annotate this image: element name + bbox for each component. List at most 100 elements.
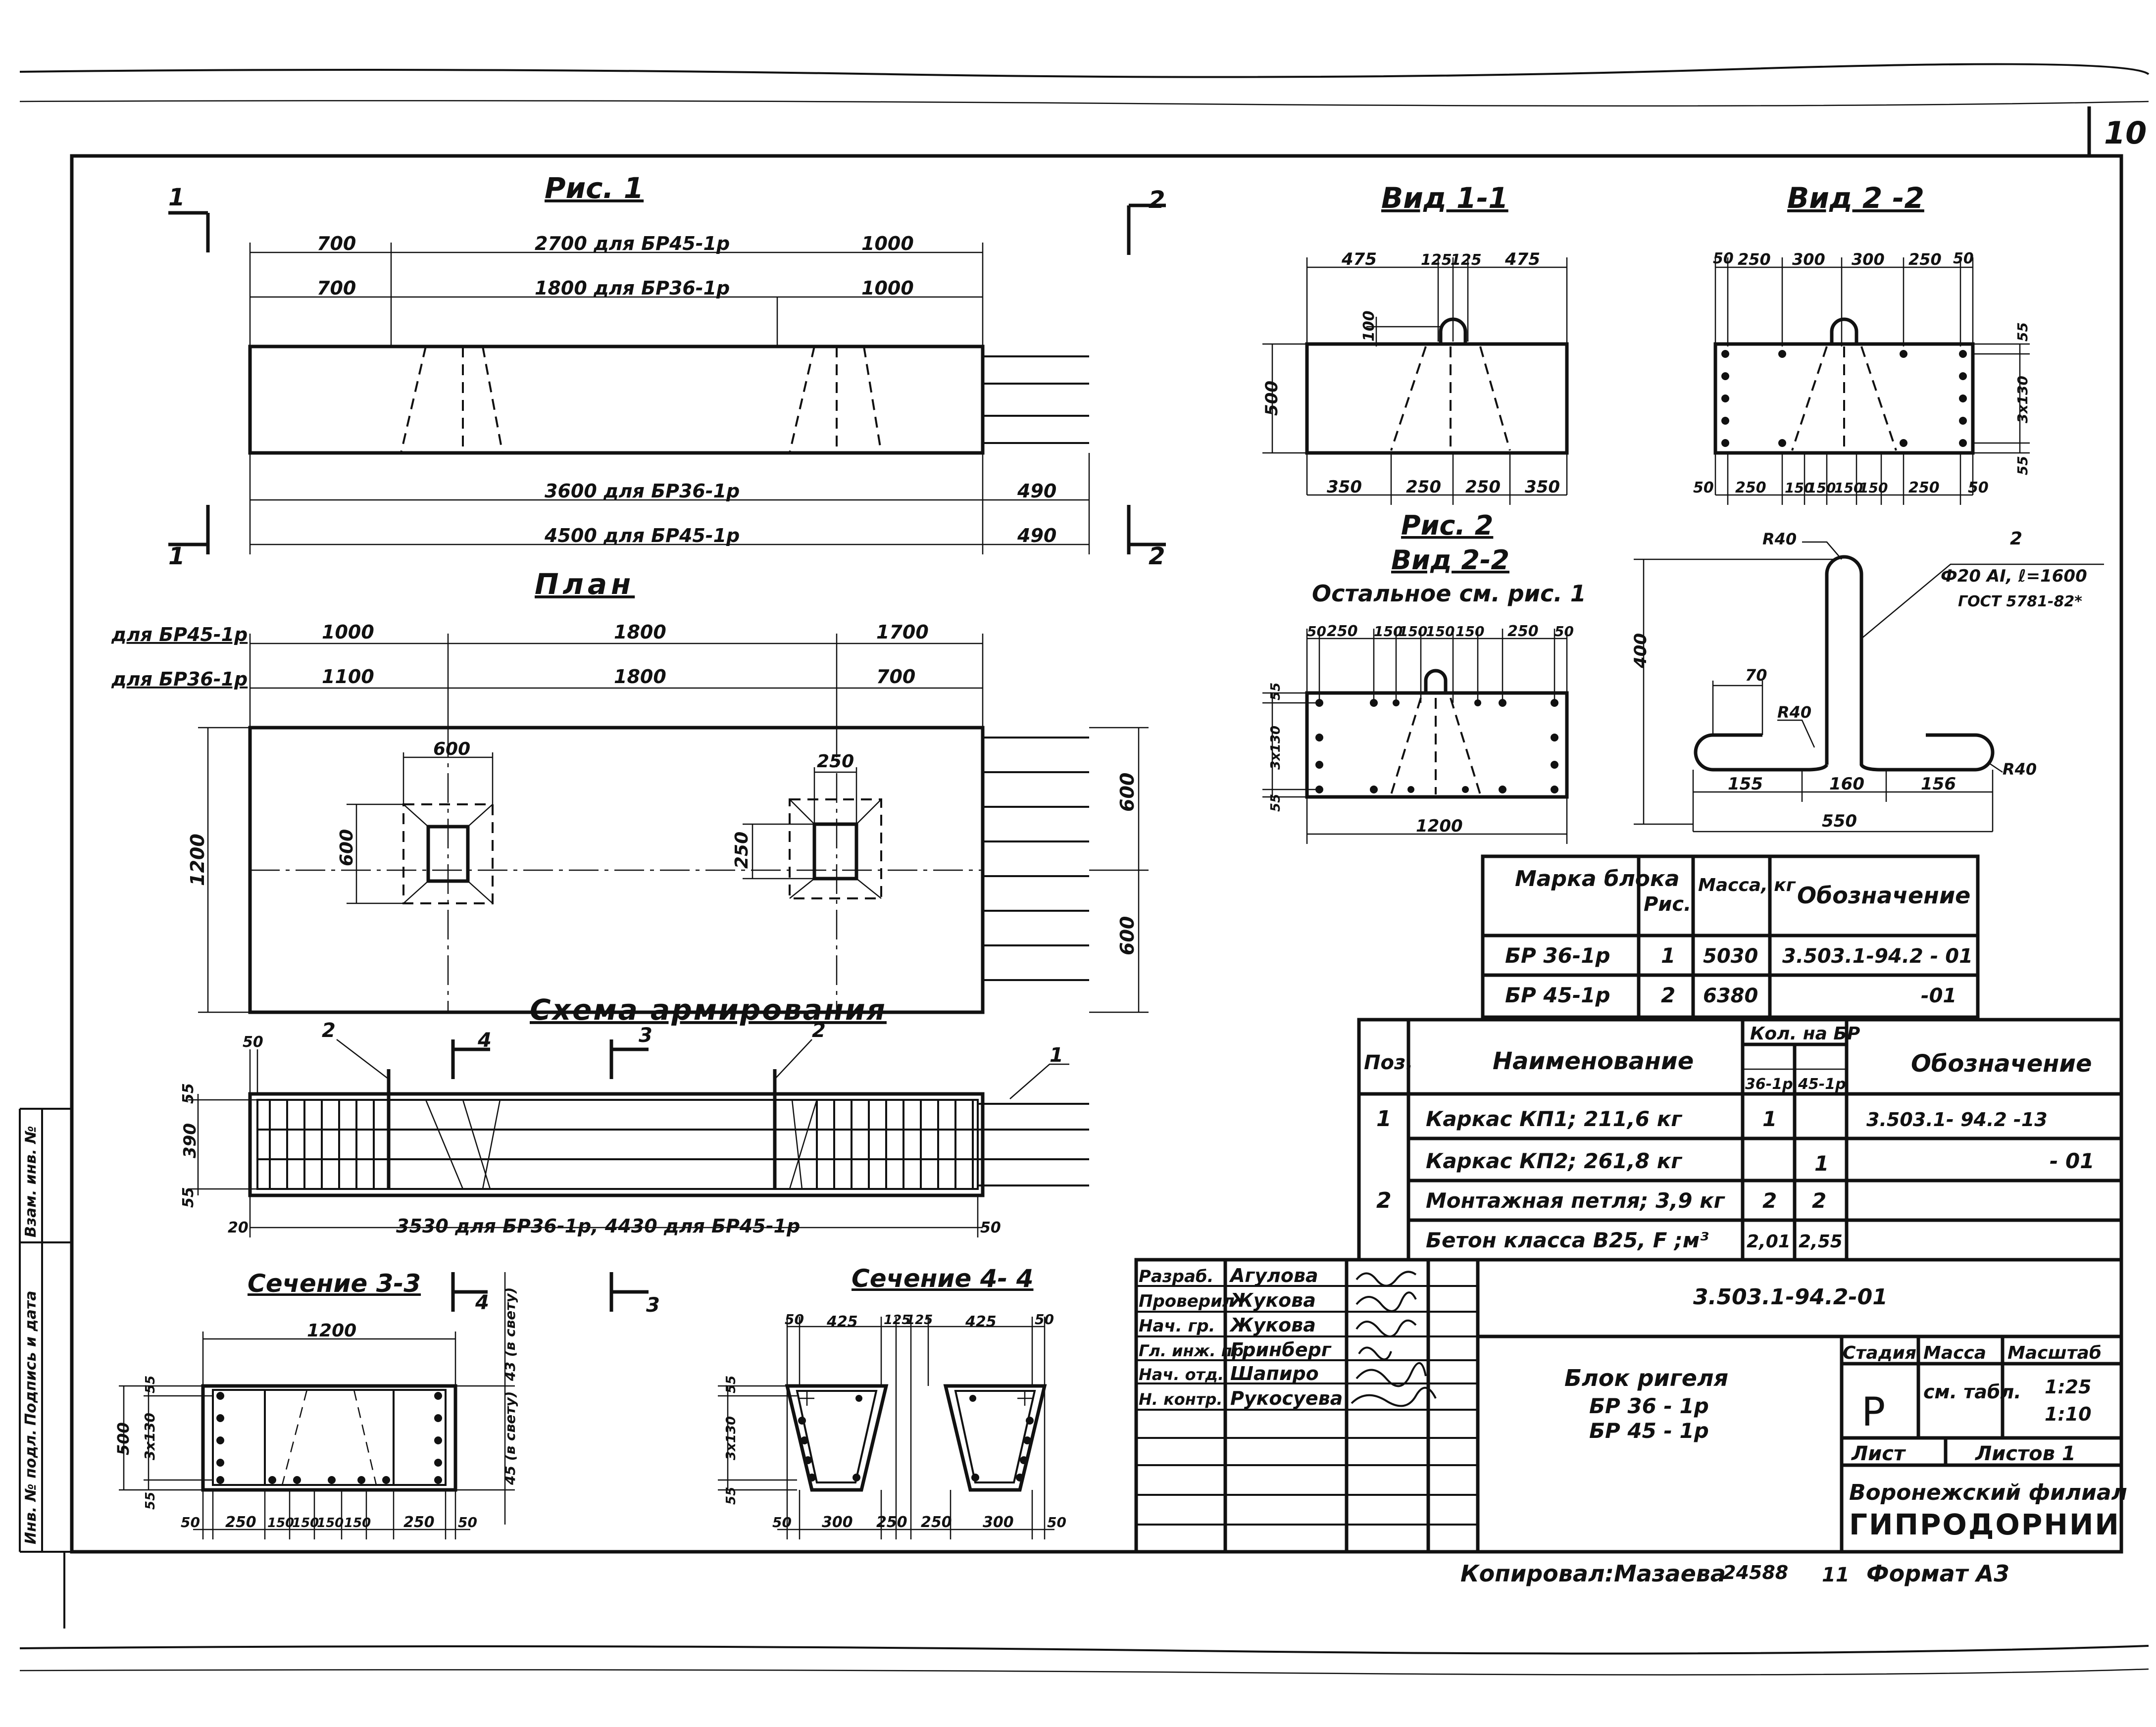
label-title-block-stage: Р <box>1861 1389 1885 1435</box>
label-spec-table-rows-1-1: Каркас КП2; 261,8 кг <box>1426 1149 1683 1173</box>
label-title-block-name-lines-1: БР 36 - 1р <box>1589 1394 1709 1418</box>
label-figures-view11-bottom-1: 250 <box>1406 477 1441 497</box>
label-figures-view22-top-4: 250 <box>1908 250 1942 269</box>
label-figures-fig1-marks-0: 1 <box>168 184 185 211</box>
section-4-4: Сечение 4- 4 50 425 125 125 425 50 55 3х… <box>718 1264 1066 1539</box>
label-figures-sec33-right-0: 43 (в свету) <box>502 1287 518 1382</box>
label-figures-sec44-left-1: 3х130 <box>724 1416 739 1460</box>
label-figures-fig1-marks-1: 1 <box>168 543 185 570</box>
label-figures-sec44-top-5: 50 <box>1035 1311 1054 1328</box>
fig2-view: Рис. 2 Вид 2-2 Остальное см. рис. 1 50 2… <box>1262 510 1586 844</box>
label-figures-view22-bottom-5: 150 <box>1859 480 1888 496</box>
section-mark-1-top <box>168 211 210 252</box>
label-figures-fig1-dims-bot1-0: 3600 для БР36-1р <box>545 480 740 502</box>
label-figures-sec44-top-4: 425 <box>965 1313 997 1331</box>
label-figures-sec33-title: Сечение 3-3 <box>248 1269 421 1298</box>
label-spec-table-rows-0-2: 1 <box>1762 1107 1777 1131</box>
label-figures-view22-right-0: 55 <box>2014 322 2031 342</box>
label-title-block-names-0: Агулова <box>1229 1265 1318 1286</box>
label-title-block-names-2: Жукова <box>1229 1314 1316 1336</box>
bottom-edge-line <box>19 1645 2149 1655</box>
label-spec-table-headers-5: Обозначение <box>1911 1050 2092 1078</box>
signatures <box>1351 1271 1437 1407</box>
margin-label-replace: Взам. инв. № <box>22 1126 40 1237</box>
label-figures-view22-top-1: 250 <box>1738 250 1771 269</box>
rebar-outlets <box>983 355 1089 444</box>
label-figures-fig2-top-6: 250 <box>1507 623 1539 640</box>
label-figures-loop-r-top: R40 <box>1762 530 1797 548</box>
label-title-block-names-5: Рукосуева <box>1230 1387 1343 1409</box>
label-figures-loop-total: 550 <box>1822 811 1857 831</box>
label-title-block-roles-4: Нач. отд. <box>1139 1365 1224 1384</box>
label-figures-scheme-title: Схема армирования <box>530 993 887 1027</box>
label-figures-scheme-left-0: 55 <box>180 1083 197 1104</box>
label-figures-view11-top-0: 475 <box>1341 249 1377 269</box>
label-block-table-rows-1-1: 2 <box>1661 983 1675 1007</box>
label-figures-loop-r-right: R40 <box>2003 760 2037 779</box>
label-title-block-roles-5: Н. контр. <box>1139 1390 1223 1409</box>
label-title-block-name-lines-0: Блок ригеля <box>1564 1365 1728 1391</box>
label-sheet-footer-code: 24588 <box>1723 1562 1788 1583</box>
label-figures-fig2-view: Вид 2-2 <box>1391 544 1509 576</box>
label-figures-loop-spec: Ф20 АI, ℓ=1600 <box>1941 566 2087 586</box>
top-edge-line-2 <box>19 100 2149 107</box>
label-figures-plan-dims1-2: 1700 <box>876 621 929 643</box>
label-figures-scheme-bottom-0: 20 <box>228 1219 249 1236</box>
label-title-block-names-1: Жукова <box>1229 1289 1316 1311</box>
label-sheet-footer-format: Формат А3 <box>1866 1560 2009 1587</box>
label-title-block-names-3: Гринберг <box>1230 1339 1332 1361</box>
label-title-block-roles-2: Нач. гр. <box>1139 1316 1215 1336</box>
label-figures-sec33-bottom-4: 150 <box>317 1516 344 1530</box>
label-figures-fig2-left-0: 55 <box>1268 683 1283 700</box>
label-figures-loop-mark: 2 <box>2010 529 2022 549</box>
label-figures-sec33-mark: 4 <box>475 1291 489 1314</box>
label-figures-sec33-left-2: 55 <box>143 1376 158 1393</box>
label-figures-plan-hole1-1: 600 <box>337 829 357 866</box>
label-figures-fig1-dims-bot2-0: 4500 для БР45-1р <box>544 525 740 546</box>
label-figures-loop-r-mid: R40 <box>1777 703 1811 722</box>
label-figures-sec44-bottom-1: 300 <box>822 1514 853 1531</box>
label-block-table-rows-0-0: БР 36-1р <box>1505 943 1610 968</box>
label-figures-sec33-bottom-7: 50 <box>458 1514 477 1530</box>
label-figures-sec44-top-1: 425 <box>826 1313 858 1331</box>
label-figures-fig2-bottom: 1200 <box>1416 816 1463 836</box>
label-figures-scheme-left-2: 55 <box>180 1187 197 1208</box>
label-spec-table-rows-3-3: 2,55 <box>1799 1232 1843 1252</box>
label-figures-sec33-top: 1200 <box>307 1321 356 1341</box>
label-figures-plan-dims2-2: 700 <box>876 666 915 688</box>
label-figures-fig1-dims-top2-0: 700 <box>317 277 356 299</box>
label-figures-plan-hole2-1: 250 <box>732 832 752 869</box>
label-figures-sec44-top-3: 125 <box>906 1313 933 1328</box>
label-spec-table-rows-0-4: 3.503.1- 94.2 -13 <box>1866 1109 2048 1131</box>
fig1-title: Рис. 1 <box>545 171 644 205</box>
label-figures-fig1-dims-top1-0: 700 <box>317 233 356 254</box>
label-figures-sec33-bottom-1: 250 <box>225 1514 256 1531</box>
label-figures-view11-left: 500 <box>1262 381 1282 416</box>
label-title-block-stage-headers-2: Масштаб <box>2007 1343 2102 1363</box>
label-figures-sec33-left-0: 500 <box>114 1422 133 1455</box>
label-figures-view22-top-3: 300 <box>1852 250 1885 269</box>
label-figures-fig2-title: Рис. 2 <box>1401 510 1493 541</box>
label-figures-loop-bottom-0: 155 <box>1728 774 1763 794</box>
label-figures-fig2-top-0: 50 <box>1307 623 1326 640</box>
label-title-block-stage-headers-1: Масса <box>1923 1343 1986 1363</box>
label-figures-fig2-top-7: 50 <box>1554 623 1574 640</box>
label-spec-table-rows-0-1: Каркас КП1; 211,6 кг <box>1426 1107 1683 1131</box>
label-figures-view22-top-2: 300 <box>1792 250 1825 269</box>
label-figures-view22-bottom-3: 150 <box>1807 480 1836 496</box>
fig1-elevation: Рис. 1 1 1 2 2 700 2700 для БР45-1р 1000… <box>168 171 1166 570</box>
label-title-block-sheets: Листов 1 <box>1975 1442 2076 1465</box>
label-title-block-name-lines-2: БР 45 - 1р <box>1589 1419 1709 1443</box>
view-2-2: Вид 2 -2 50 250 300 300 250 50 55 3х130 … <box>1693 181 2031 505</box>
lifting-loop-detail: 400 R40 2 Ф20 АI, ℓ=1600 ГОСТ 5781-82* 7… <box>1631 529 2104 833</box>
view-1-1: Вид 1-1 475 125 125 475 100 500 350 250 … <box>1262 181 1569 505</box>
label-figures-loop-bottom-1: 160 <box>1829 774 1864 794</box>
label-block-table-rows-1-0: БР 45-1р <box>1505 983 1610 1007</box>
label-figures-fig2-top-3: 150 <box>1399 623 1427 640</box>
label-figures-loop-bottom-2: 156 <box>1921 774 1956 794</box>
label-block-table-headers-3: Обозначение <box>1797 882 1970 909</box>
label-title-block-roles-3: Гл. инж. пр. <box>1139 1341 1250 1360</box>
label-title-block-code: 3.503.1-94.2-01 <box>1693 1284 1888 1310</box>
label-spec-table-rows-1-3: 1 <box>1814 1151 1829 1176</box>
